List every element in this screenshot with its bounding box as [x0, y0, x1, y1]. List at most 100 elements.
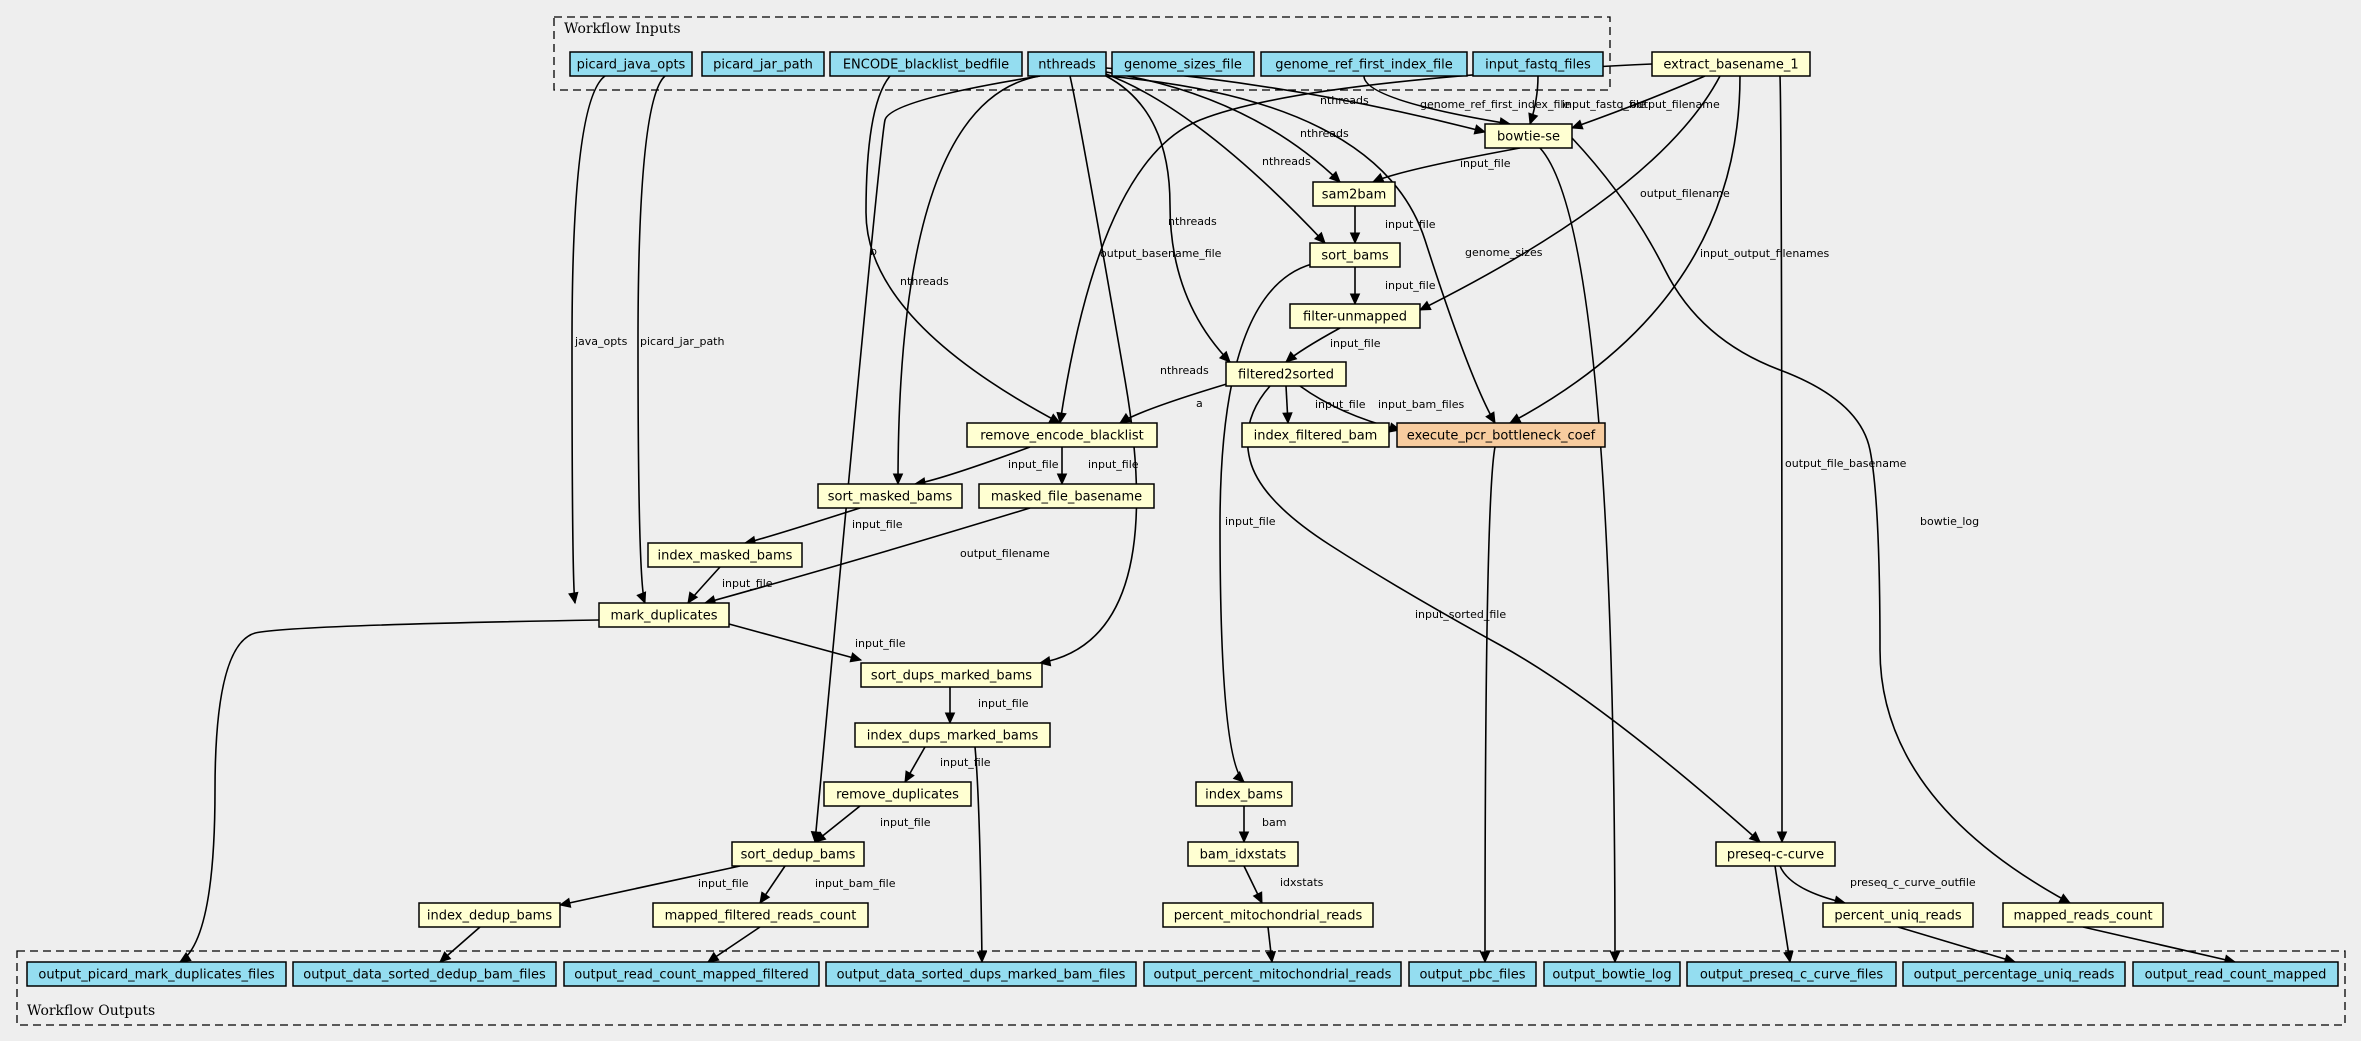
edge-line	[1419, 75, 1721, 311]
arrowhead-icon	[1285, 351, 1298, 363]
node-output-data-sorted-dedup-bam-files: output_data_sorted_dedup_bam_files	[292, 961, 557, 987]
edge-label: input_file	[880, 816, 931, 829]
node-mapped-filtered-reads-count: mapped_filtered_reads_count	[652, 902, 869, 928]
edge-line	[1039, 75, 1138, 664]
node-label: nthreads	[1038, 58, 1096, 73]
node-label: index_dedup_bams	[427, 909, 552, 924]
arrowhead-icon	[1282, 412, 1293, 425]
edge-line	[1779, 75, 1783, 843]
node-label: filter-unmapped	[1303, 310, 1407, 325]
edge-percent_mitochondrial_reads-to-output_percent_mitochondrial_reads	[1265, 926, 1277, 964]
node-box	[1715, 841, 1836, 867]
node-label: output_data_sorted_dedup_bam_files	[303, 968, 546, 983]
edge-index_dups_marked_bams-to-output_data_sorted_dups_marked_bam_files	[974, 746, 988, 964]
node-box	[1309, 242, 1401, 268]
edge-line	[1105, 71, 1341, 183]
edge-execute_pcr_bottleneck_coef-to-output_pbc_files	[1479, 446, 1496, 964]
edge-line	[2082, 926, 2236, 963]
arrowhead-icon	[1056, 473, 1068, 486]
node-label: ENCODE_blacklist_bedfile	[843, 58, 1009, 73]
arrowhead-icon	[944, 712, 956, 725]
node-label: extract_basename_1	[1663, 58, 1798, 73]
node-mark-duplicates: mark_duplicates	[598, 602, 730, 628]
node-genome-sizes-file: genome_sizes_file	[1111, 51, 1255, 77]
arrowhead-icon	[636, 591, 647, 605]
edge-index_masked_bams-to-mark_duplicates: input_file	[687, 566, 773, 605]
node-index-dedup-bams: index_dedup_bams	[418, 902, 561, 928]
node-label: output_read_count_mapped	[2145, 968, 2327, 983]
node-box	[26, 961, 287, 987]
node-output-percentage-uniq-reads: output_percentage_uniq_reads	[1902, 961, 2126, 987]
arrowhead-icon	[1328, 170, 1341, 183]
node-box	[1472, 51, 1604, 77]
edge-label: input_file	[978, 697, 1029, 710]
node-label: genome_ref_first_index_file	[1275, 58, 1453, 73]
arrowhead-icon	[568, 591, 579, 605]
edge-extract_basename_1-to-preseq_c_curve: output_file_basename	[1776, 75, 1907, 844]
node-picard-jar-path: picard_jar_path	[701, 51, 825, 77]
edge-filter_unmapped-to-filtered2sorted: input_file	[1285, 327, 1381, 363]
edge-sort_bams-to-index_bams: input_file	[1219, 263, 1313, 783]
node-remove-encode-blacklist: remove_encode_blacklist	[966, 422, 1158, 448]
edge-label: output_file_basename	[1785, 457, 1907, 470]
node-masked-file-basename: masked_file_basename	[978, 483, 1155, 509]
node-box	[860, 662, 1043, 688]
edge-label: input_file	[1008, 458, 1059, 471]
node-sort-dedup-bams: sort_dedup_bams	[731, 841, 865, 867]
node-output-preseq-c-curve-files: output_preseq_c_curve_files	[1686, 961, 1897, 987]
node-box	[569, 51, 693, 77]
edge-label: input_file	[940, 756, 991, 769]
node-remove-duplicates: remove_duplicates	[823, 781, 972, 807]
node-input-fastq-files: input_fastq_files	[1472, 51, 1604, 77]
edge-masked_file_basename-to-mark_duplicates: output_filename	[703, 507, 1050, 606]
node-filtered2sorted: filtered2sorted	[1225, 361, 1347, 387]
edge-line	[814, 75, 1041, 843]
edge-label: input_file	[698, 877, 749, 890]
edge-label: input_bam_file	[815, 877, 896, 890]
edge-label: input_file	[855, 637, 906, 650]
node-label: output_percentage_uniq_reads	[1914, 968, 2115, 983]
node-box	[1187, 841, 1299, 867]
arrowhead-icon	[178, 951, 192, 963]
edge-label: b	[870, 245, 877, 258]
edge-line	[1509, 75, 1741, 424]
edge-mapped_reads_count-to-output_read_count_mapped	[2082, 926, 2237, 965]
node-box	[1686, 961, 1897, 987]
edge-line	[897, 75, 1041, 485]
node-label: execute_pcr_bottleneck_coef	[1407, 429, 1596, 444]
edge-line	[1246, 385, 1761, 843]
arrowhead-icon	[1418, 300, 1432, 311]
node-box	[2132, 961, 2339, 987]
node-preseq-c-curve: preseq-c-curve	[1715, 841, 1836, 867]
node-box	[1484, 123, 1573, 149]
edge-label: input_file	[852, 518, 903, 531]
edge-bowtie_se-to-mapped_reads_count: bowtie_log	[1571, 137, 2072, 904]
edge-picard_java_opts-to-mark_duplicates: java_opts	[568, 75, 628, 605]
edge-sort_dups_marked_bams-to-index_dups_marked_bams: input_file	[944, 687, 1029, 725]
edge-genome_sizes_file-to-execute_pcr_bottleneck_coef: genome_sizes	[1105, 75, 1543, 425]
node-picard-java-opts: picard_java_opts	[569, 51, 693, 77]
edge-line	[1219, 263, 1313, 783]
edge-bam_idxstats-to-percent_mitochondrial_reads: idxstats	[1243, 865, 1324, 905]
node-output-pbc-files: output_pbc_files	[1408, 961, 1537, 987]
arrowhead-icon	[2058, 893, 2072, 904]
edge-index_dups_marked_bams-to-remove_duplicates: input_file	[904, 746, 991, 784]
edge-bowtie_se-to-output_bowtie_log	[1539, 147, 1621, 964]
arrowhead-icon	[1118, 412, 1132, 424]
arrowhead-icon	[1528, 112, 1539, 126]
edge-line	[974, 746, 983, 963]
node-label: filtered2sorted	[1238, 368, 1334, 383]
edge-preseq_c_curve-to-percent_uniq_reads: preseq_c_curve_outfile	[1779, 865, 1976, 906]
node-box	[1902, 961, 2126, 987]
arrowhead-icon	[1349, 293, 1361, 306]
edge-label: output_filename	[1640, 187, 1730, 200]
node-mapped-reads-count: mapped_reads_count	[2002, 902, 2164, 928]
node-label: index_dups_marked_bams	[867, 729, 1039, 744]
node-filter-unmapped: filter-unmapped	[1289, 303, 1421, 329]
edge-sort_bams-to-filter_unmapped: input_file	[1349, 267, 1436, 306]
arrowhead-icon	[439, 951, 452, 963]
edge-picard_jar_path-to-mark_duplicates: picard_jar_path	[636, 75, 724, 605]
arrowhead-icon	[1508, 413, 1522, 424]
node-box	[1822, 902, 1974, 928]
arrowhead-icon	[558, 897, 572, 908]
